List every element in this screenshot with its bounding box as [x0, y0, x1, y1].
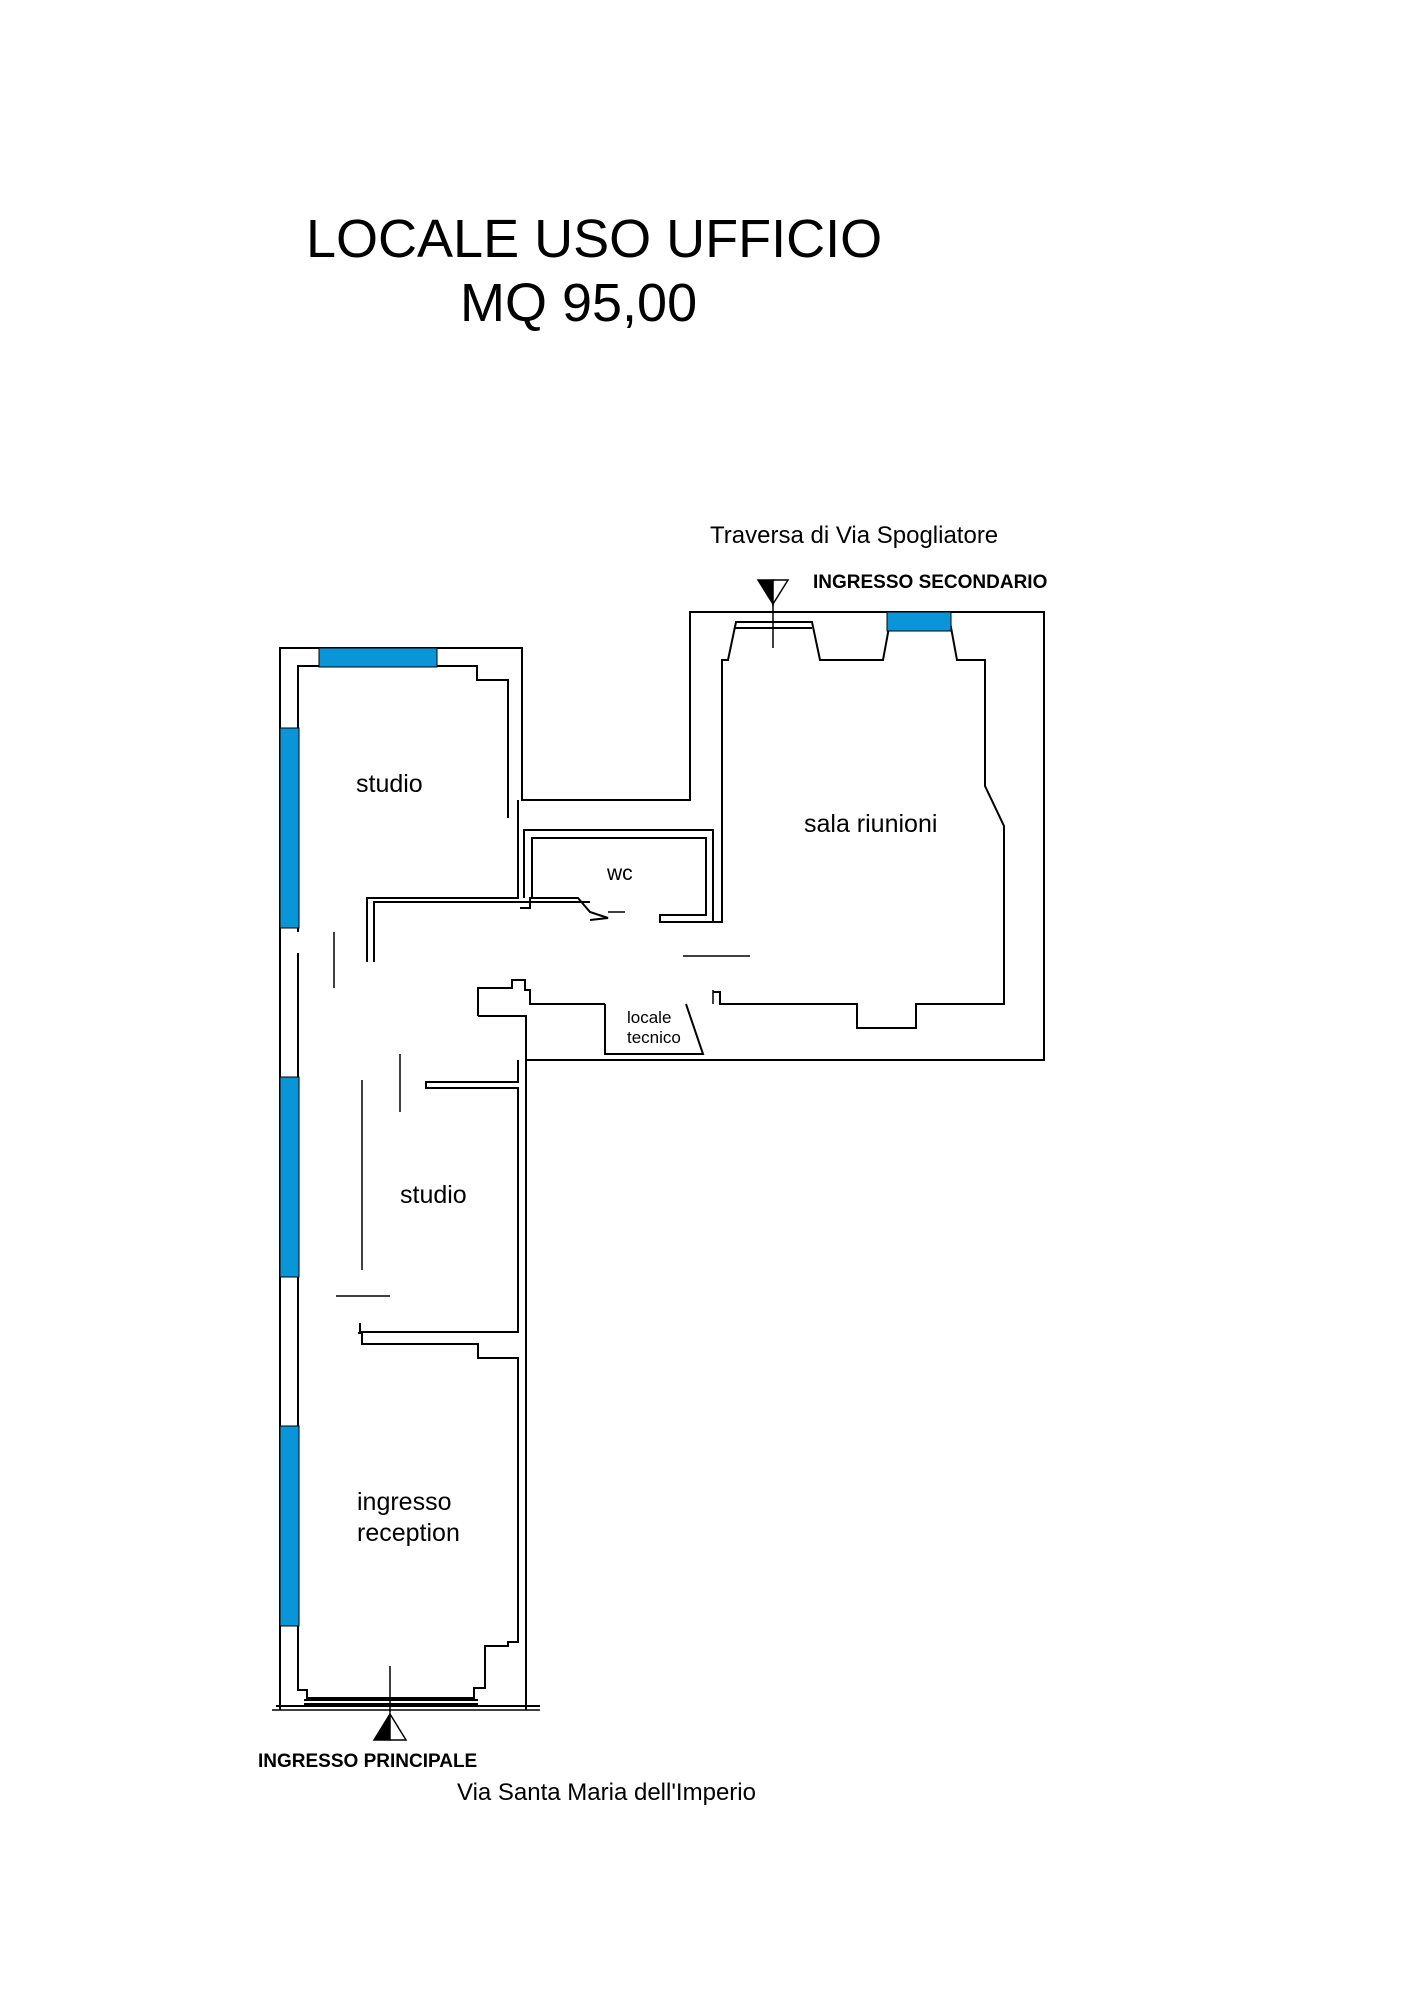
meeting-room-walls — [713, 621, 1005, 1029]
entrance-label-secondary: INGRESSO SECONDARIO — [813, 572, 1048, 593]
room-label-sala-riunioni: sala riunioni — [804, 810, 938, 838]
corridor-wall-left — [366, 800, 519, 962]
wc-door-line — [520, 897, 609, 921]
page-title: LOCALE USO UFFICIO — [306, 209, 883, 269]
inner-wall-studio-bottom — [359, 1060, 519, 1333]
window-top-left — [318, 647, 438, 668]
arrow-down-icon — [756, 579, 790, 607]
tech-room-walls — [604, 1003, 705, 1055]
corridor-wall-bottom-2 — [478, 1015, 527, 1060]
window-left-1 — [279, 727, 300, 929]
area-subtitle: MQ 95,00 — [460, 273, 698, 333]
wc-walls — [523, 829, 714, 923]
window-left-3 — [279, 1425, 300, 1627]
inner-wall-left-lower — [297, 953, 519, 1699]
room-label-studio-middle: studio — [400, 1181, 467, 1209]
window-left-2 — [279, 1076, 300, 1278]
room-label-wc: wc — [607, 862, 633, 885]
room-label-studio-top: studio — [356, 770, 423, 798]
window-top-right — [886, 611, 952, 632]
inner-wall-top-studio — [297, 665, 509, 932]
room-label-locale-tecnico: locale tecnico — [627, 1008, 681, 1047]
street-label-top: Traversa di Via Spogliatore — [710, 522, 999, 549]
arrow-up-icon — [372, 1711, 408, 1741]
room-label-ingresso-reception: ingresso reception — [357, 1488, 460, 1548]
corridor-wall-bottom — [477, 979, 605, 1016]
street-label-bottom: Via Santa Maria dell'Imperio — [457, 1779, 756, 1806]
corridor-wall-left-b — [373, 901, 590, 962]
main-door-threshold — [304, 1699, 478, 1705]
entrance-label-main: INGRESSO PRINCIPALE — [258, 1751, 478, 1772]
